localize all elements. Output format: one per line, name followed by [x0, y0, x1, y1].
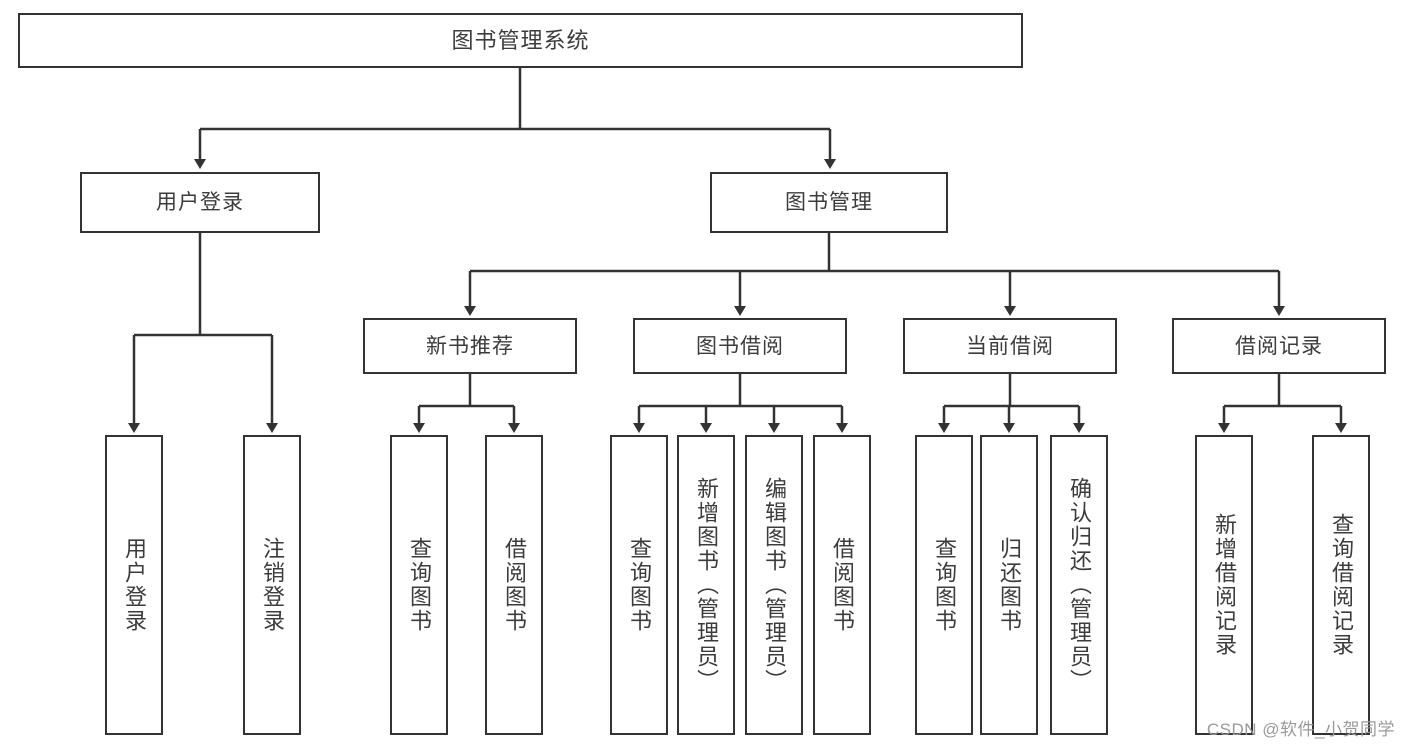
leaf-label: 用户登录 — [121, 537, 147, 633]
node-book-management-label: 图书管理 — [785, 191, 873, 214]
leaf-label: 新增图书（管理员） — [693, 477, 719, 693]
leaf-label: 查询借阅记录 — [1328, 513, 1354, 657]
leaf-node[interactable]: 编辑图书（管理员） — [745, 435, 803, 735]
leaf-node[interactable]: 归还图书 — [980, 435, 1038, 735]
node-user-login[interactable]: 用户登录 — [80, 172, 320, 233]
node-borrow-record[interactable]: 借阅记录 — [1172, 318, 1386, 374]
leaf-node[interactable]: 查询图书 — [915, 435, 973, 735]
leaf-node[interactable]: 新增图书（管理员） — [677, 435, 735, 735]
leaf-node[interactable]: 查询图书 — [610, 435, 668, 735]
leaf-label: 编辑图书（管理员） — [761, 477, 787, 693]
leaf-label: 新增借阅记录 — [1211, 513, 1237, 657]
node-current-borrow[interactable]: 当前借阅 — [903, 318, 1117, 374]
leaf-label: 借阅图书 — [501, 537, 527, 633]
edges-current-borrow — [938, 374, 1085, 433]
leaf-node[interactable]: 查询借阅记录 — [1312, 435, 1370, 735]
node-borrow-record-label: 借阅记录 — [1235, 334, 1323, 358]
leaf-label: 查询图书 — [406, 537, 432, 633]
leaf-label: 查询图书 — [931, 537, 957, 633]
leaf-label: 查询图书 — [626, 537, 652, 633]
node-root-label: 图书管理系统 — [451, 27, 590, 53]
edges-borrow — [633, 374, 848, 433]
leaf-label: 归还图书 — [996, 537, 1022, 633]
node-root-system[interactable]: 图书管理系统 — [18, 13, 1023, 68]
edges-new-book — [413, 374, 520, 433]
leaf-node[interactable]: 用户登录 — [105, 435, 163, 735]
node-book-borrow[interactable]: 图书借阅 — [633, 318, 847, 374]
node-book-management[interactable]: 图书管理 — [710, 172, 948, 233]
leaf-node[interactable]: 确认归还（管理员） — [1050, 435, 1108, 735]
edges-book-manage — [464, 233, 1285, 316]
node-user-login-label: 用户登录 — [156, 191, 244, 214]
edges-root — [194, 68, 836, 169]
leaf-label: 确认归还（管理员） — [1066, 477, 1092, 693]
node-new-book-recommend[interactable]: 新书推荐 — [363, 318, 577, 374]
watermark-text: CSDN @软件_小贺同学 — [1206, 720, 1395, 739]
edges-borrow-record — [1218, 374, 1347, 433]
leaf-label: 借阅图书 — [829, 537, 855, 633]
leaf-label: 注销登录 — [259, 537, 285, 633]
leaf-node[interactable]: 借阅图书 — [485, 435, 543, 735]
node-current-borrow-label: 当前借阅 — [966, 334, 1054, 358]
edges-user-login — [128, 233, 278, 433]
leaf-node[interactable]: 查询图书 — [390, 435, 448, 735]
leaf-node[interactable]: 新增借阅记录 — [1195, 435, 1253, 735]
leaf-node[interactable]: 借阅图书 — [813, 435, 871, 735]
leaf-node[interactable]: 注销登录 — [243, 435, 301, 735]
node-new-book-recommend-label: 新书推荐 — [426, 334, 514, 358]
node-book-borrow-label: 图书借阅 — [696, 334, 784, 358]
